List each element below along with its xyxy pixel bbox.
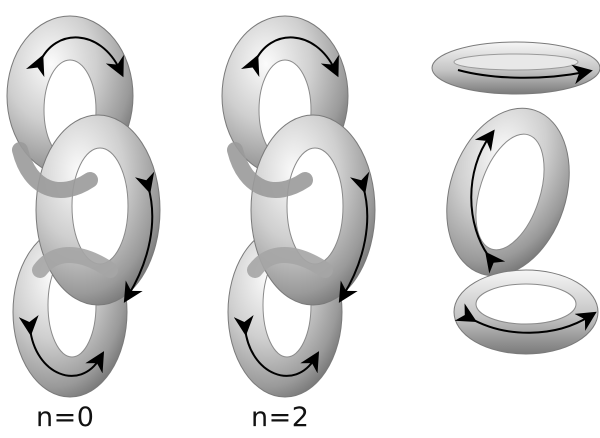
- arrow-flat-top: [457, 64, 593, 85]
- arrow-top: [240, 36, 339, 78]
- chain-n2: [221, 15, 376, 398]
- ring-flat-top: [431, 41, 600, 95]
- arrow-flat-bottom: [454, 303, 597, 334]
- arrow-top: [25, 36, 124, 78]
- arrow-bottom: [18, 315, 105, 377]
- ring-middle: [35, 114, 161, 306]
- ring-tilted: [446, 107, 570, 277]
- separated-rings: [431, 41, 600, 355]
- ring-flat-bottom: [453, 269, 599, 355]
- arrow-tilted: [470, 129, 506, 274]
- arrow-middle: [123, 171, 155, 303]
- caption-n2: n=2: [251, 402, 310, 433]
- arrow-middle: [338, 171, 370, 303]
- arrow-bottom: [233, 315, 320, 377]
- ring-middle: [250, 114, 376, 306]
- chain-n0: [6, 15, 161, 398]
- caption-n0: n=0: [36, 402, 95, 433]
